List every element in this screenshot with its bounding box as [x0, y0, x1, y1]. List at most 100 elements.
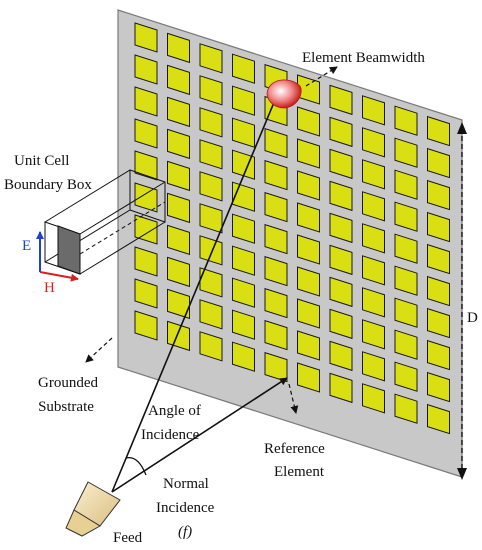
normal-incidence-label-line2: Incidence: [156, 500, 215, 516]
patch-element: [264, 223, 288, 255]
patch-element: [167, 160, 190, 192]
patch-element: [329, 308, 353, 340]
unit-cell-label-line2: Boundary Box: [4, 177, 92, 193]
patch-element: [134, 54, 158, 85]
patch-element: [264, 255, 288, 287]
patch-element: [297, 202, 320, 233]
grounded-substrate-label-line1: Grounded: [38, 375, 98, 391]
patch-element: [167, 320, 190, 352]
patch-element: [134, 150, 158, 181]
patch-element: [297, 170, 320, 201]
angle-of-incidence-arc: [125, 456, 147, 476]
patch-element: [232, 85, 255, 116]
patch-element: [427, 115, 450, 147]
grounded-substrate-arrow: [85, 337, 113, 363]
patch-element: [167, 128, 190, 160]
patch-element: [297, 266, 320, 297]
patch-element: [134, 22, 158, 53]
patch-element: [134, 246, 158, 277]
patch-element: [329, 116, 353, 148]
patch-element: [394, 393, 418, 424]
feed-horn: [65, 481, 121, 537]
patch-element: [297, 330, 320, 361]
patch-element: [362, 127, 385, 158]
patch-element: [394, 105, 418, 136]
patch-element: [199, 43, 223, 74]
patch-element: [264, 159, 288, 191]
patch-element-grid: [134, 22, 450, 435]
patch-element: [394, 233, 418, 264]
reference-element-arrow: [288, 383, 299, 414]
patch-element: [264, 191, 288, 223]
unit-cell-edge: [79, 181, 166, 235]
normal-incidence-label-line3: (f): [178, 524, 192, 540]
patch-element: [394, 201, 418, 232]
patch-element: [427, 307, 450, 339]
patch-element: [297, 362, 320, 393]
patch-element: [134, 86, 158, 117]
patch-element: [394, 297, 418, 328]
patch-element: [329, 244, 353, 276]
patch-element: [134, 118, 158, 149]
h-field-arrow: [39, 271, 79, 282]
patch-element: [199, 107, 223, 138]
dimension-arrow-bottom-icon: [457, 468, 467, 480]
patch-element: [427, 147, 450, 179]
patch-element: [199, 299, 223, 330]
patch-element: [232, 117, 255, 148]
patch-element: [329, 148, 353, 180]
patch-element: [427, 243, 450, 275]
patch-element: [167, 224, 190, 256]
unit-cell-edge: [44, 169, 131, 223]
patch-element: [167, 96, 190, 128]
dimension-arrow-top-icon: [457, 122, 467, 134]
normal-incidence-label-line1: Normal: [163, 476, 209, 492]
feed-horn-waveguide: [65, 509, 101, 537]
unit-cell-port-face: [57, 225, 81, 275]
patch-element: [297, 234, 320, 265]
patch-element: [167, 256, 190, 288]
h-axis-label: H: [44, 280, 55, 296]
patch-element: [232, 277, 255, 308]
patch-element: [427, 339, 450, 371]
patch-element: [394, 361, 418, 392]
angle-of-incidence-label-line2: Incidence: [141, 427, 200, 443]
reference-element-label-line2: Element: [274, 464, 325, 480]
patch-element: [167, 32, 190, 64]
patch-element: [232, 149, 255, 180]
unit-cell-hidden-edge: [79, 201, 166, 255]
patch-element: [427, 179, 450, 211]
patch-element: [362, 95, 385, 126]
patch-element: [362, 351, 385, 382]
patch-element: [264, 287, 288, 319]
patch-element: [362, 255, 385, 286]
patch-element: [394, 329, 418, 360]
e-axis-label: E: [22, 238, 31, 254]
patch-element: [199, 171, 223, 202]
patch-element: [329, 276, 353, 308]
patch-element: [199, 267, 223, 298]
patch-element: [329, 212, 353, 244]
patch-element: [362, 191, 385, 222]
reference-element-label-line1: Reference: [264, 441, 325, 457]
patch-element: [167, 64, 190, 96]
patch-element: [199, 331, 223, 362]
patch-element: [362, 383, 385, 414]
patch-element: [362, 159, 385, 190]
patch-element: [264, 319, 288, 351]
dimension-label: D: [467, 310, 478, 326]
unit-cell-label-line1: Unit Cell: [14, 153, 69, 169]
grounded-substrate-label-line2: Substrate: [38, 399, 94, 415]
patch-element: [199, 75, 223, 106]
angle-of-incidence-label-line1: Angle of: [148, 403, 201, 419]
element-beamwidth-label: Element Beamwidth: [302, 50, 425, 66]
element-beamwidth-arrow: [305, 66, 338, 87]
patch-element: [297, 298, 320, 329]
unit-cell-edge: [79, 221, 166, 275]
patch-element: [394, 137, 418, 168]
patch-element: [427, 403, 450, 435]
patch-element: [232, 213, 255, 244]
patch-element: [427, 275, 450, 307]
